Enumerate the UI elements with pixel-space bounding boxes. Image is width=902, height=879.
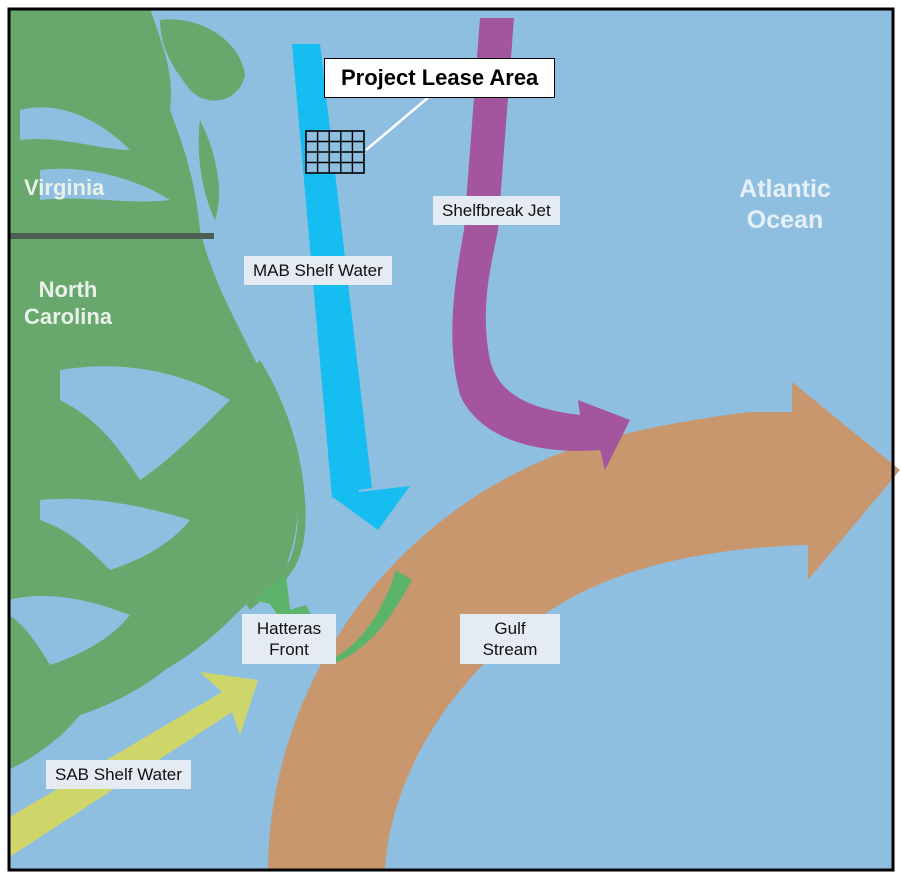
north-carolina-label: North Carolina bbox=[23, 277, 113, 329]
lease-grid-icon bbox=[305, 130, 365, 174]
gulf-stream-label: Gulf Stream bbox=[460, 614, 560, 664]
mab-shelf-water-label: MAB Shelf Water bbox=[244, 256, 392, 285]
inland-waters bbox=[8, 107, 306, 665]
gulf-stream-arrow bbox=[268, 382, 900, 871]
atlantic-ocean-label: Atlantic Ocean bbox=[739, 175, 831, 234]
sab-shelf-water-label: SAB Shelf Water bbox=[46, 760, 191, 789]
shelfbreak-jet-arrow bbox=[452, 18, 630, 470]
project-lease-area-label: Project Lease Area bbox=[324, 58, 556, 98]
virginia-label: Virginia bbox=[24, 175, 105, 200]
shelfbreak-jet-label: Shelfbreak Jet bbox=[433, 196, 560, 225]
hatteras-front-label: Hatteras Front bbox=[242, 614, 336, 664]
lease-leader-line bbox=[365, 95, 431, 151]
map-frame bbox=[7, 7, 895, 872]
